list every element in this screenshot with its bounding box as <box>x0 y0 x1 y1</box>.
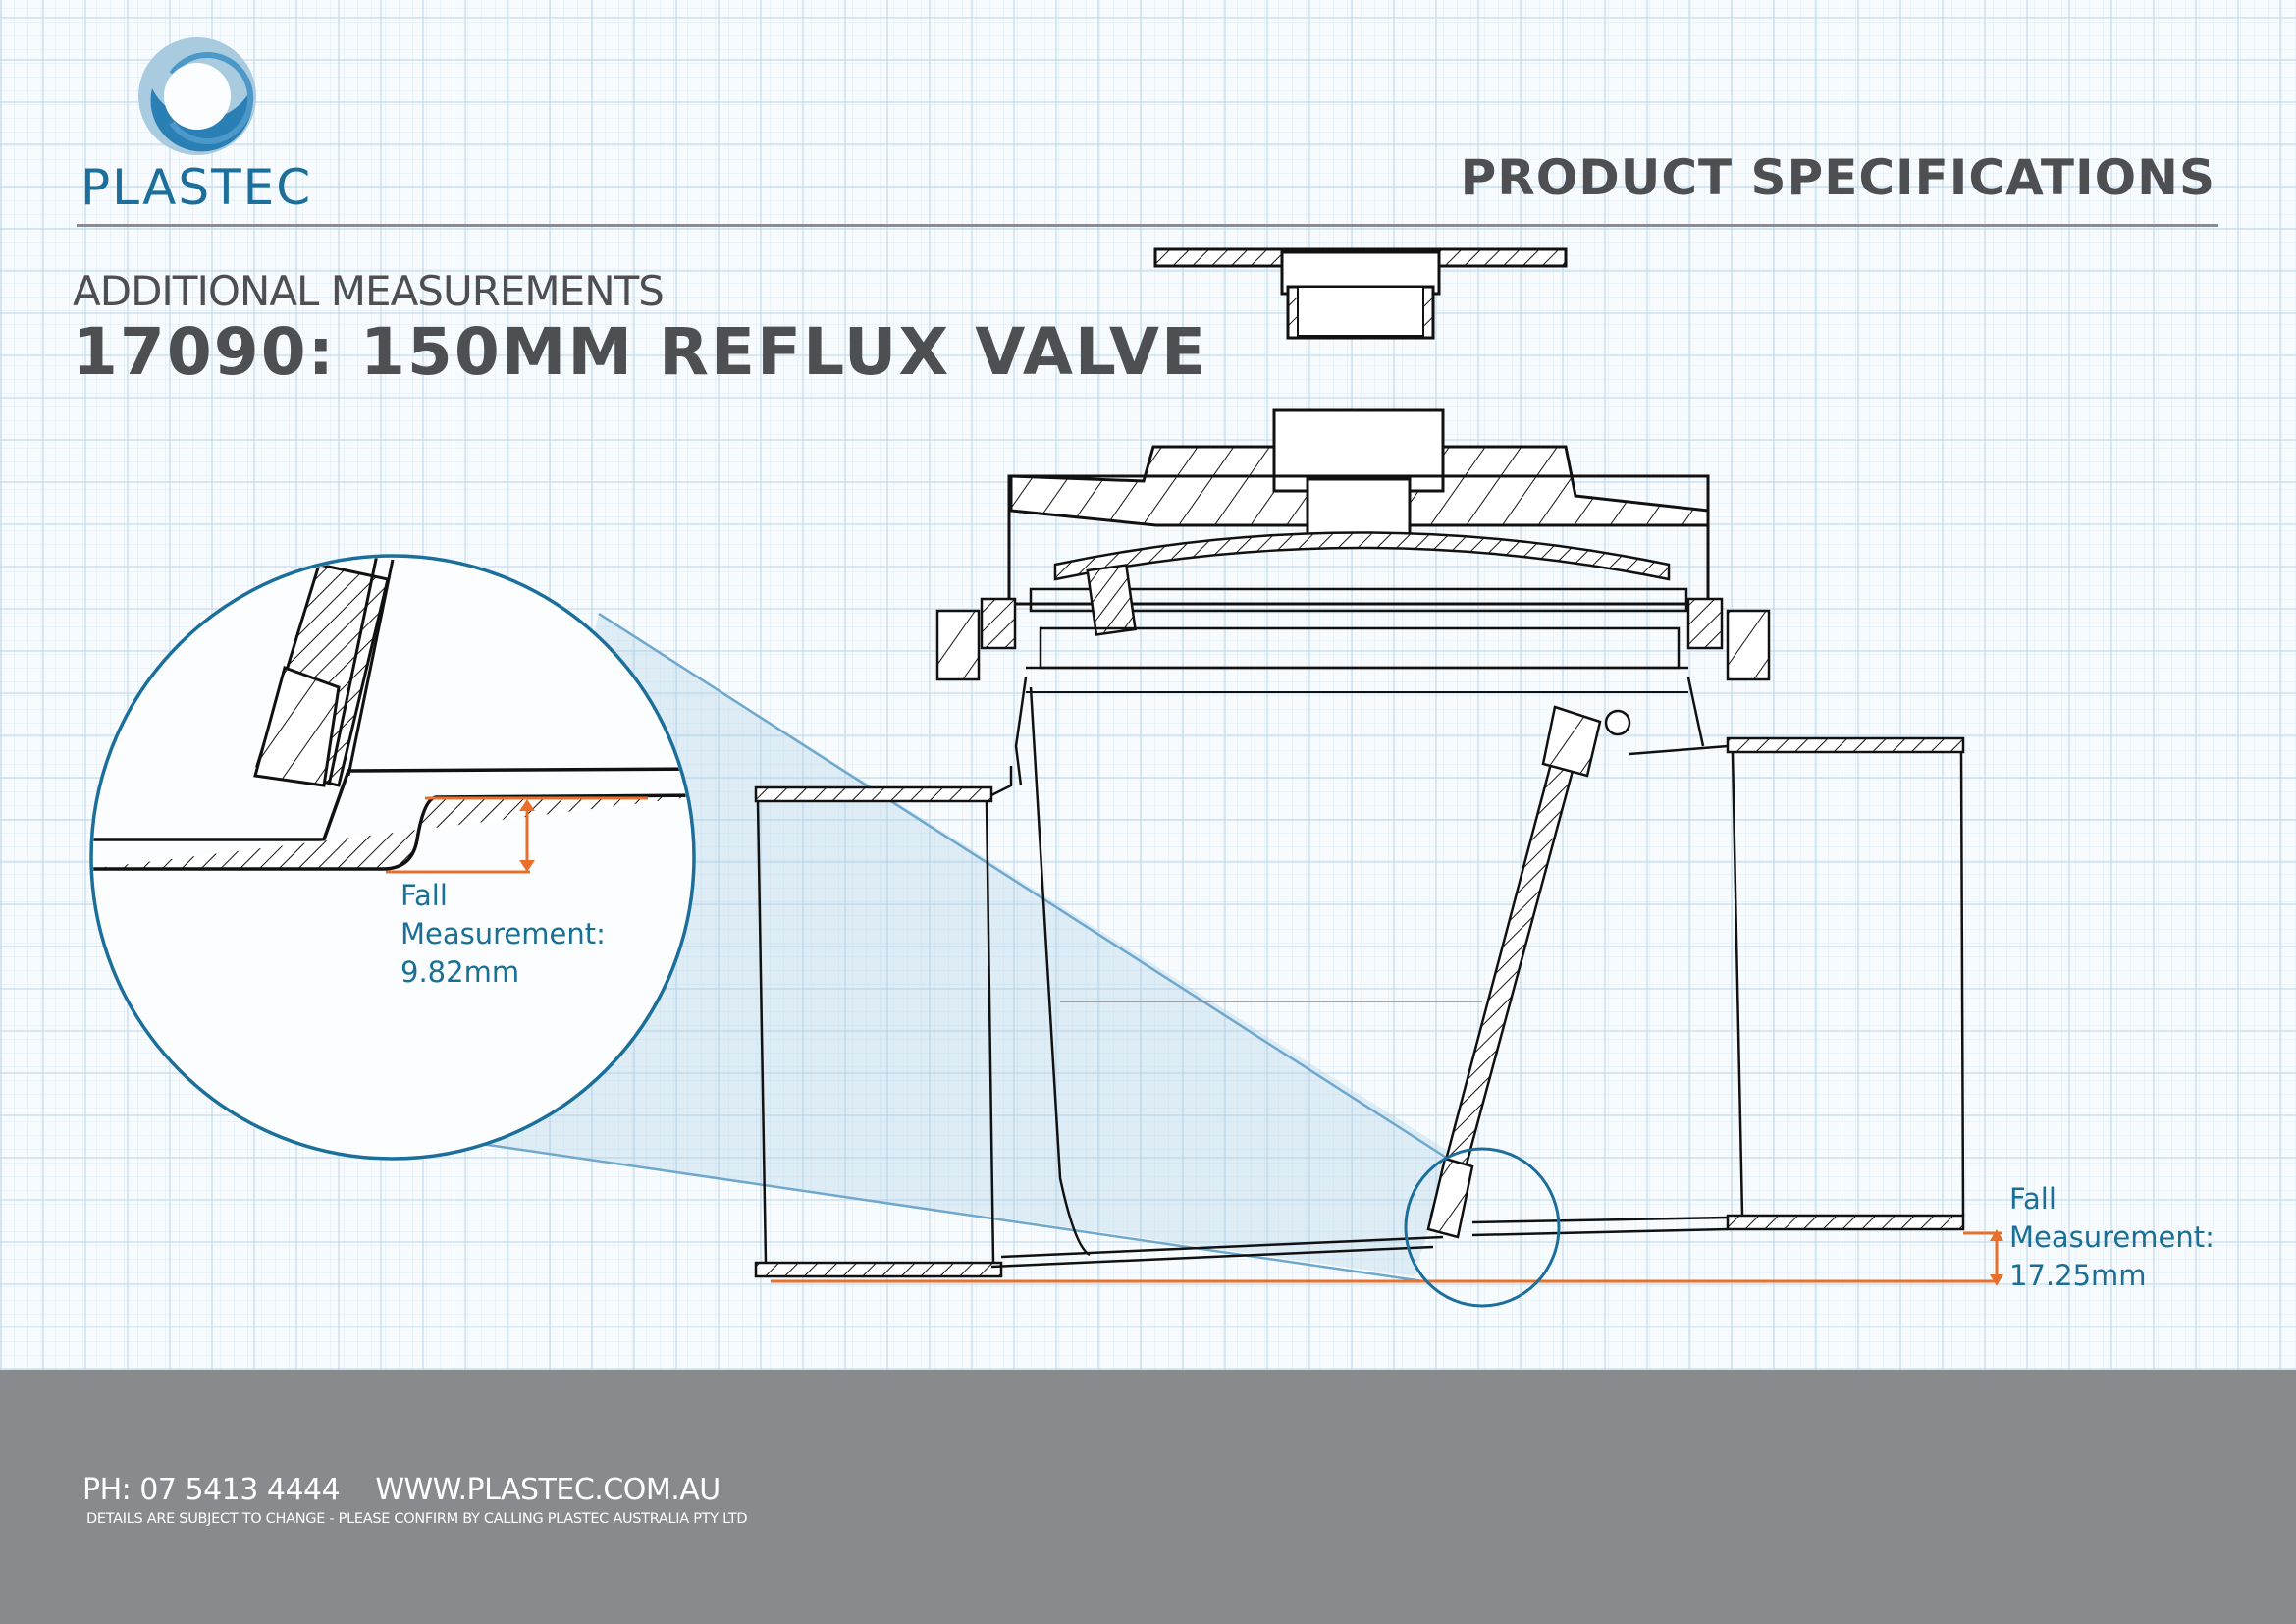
valve-cross-section-drawing <box>89 247 2003 1308</box>
footer-website-link[interactable]: WWW.PLASTEC.COM.AU <box>375 1473 721 1507</box>
inlet-cap-part <box>1153 247 1568 340</box>
detail-fall-value: 9.82mm <box>400 955 520 989</box>
magnifier-cone <box>476 614 1453 1276</box>
brand-name: PLASTEC <box>80 159 313 216</box>
page-subtitle: ADDITIONAL MEASUREMENTS <box>73 267 665 315</box>
footer-contact: PH: 07 5413 4444 WWW.PLASTEC.COM.AU <box>82 1473 721 1507</box>
valve-body-top <box>935 408 1771 786</box>
magnifier-ray-top <box>598 612 1449 1161</box>
header-divider <box>77 224 2218 227</box>
ring-swirl-logo-icon <box>138 37 256 155</box>
outlet-pipe-right <box>1471 736 1965 1237</box>
footer-disclaimer: DETAILS ARE SUBJECT TO CHANGE - PLEASE C… <box>86 1511 748 1527</box>
footer-band <box>0 1370 2296 1624</box>
footer-phone: PH: 07 5413 4444 <box>82 1473 341 1507</box>
overall-fall-line2: Measurement: <box>2009 1220 2215 1254</box>
section-label: PRODUCT SPECIFICATIONS <box>1460 149 2216 206</box>
magnifier-ray-bottom <box>480 1142 1424 1283</box>
detail-fall-measurement-label: Fall Measurement: 9.82mm <box>400 877 606 992</box>
overall-fall-dimension <box>771 1229 2003 1286</box>
detail-fall-line1: Fall <box>400 879 448 912</box>
inlet-pipe-left <box>754 766 1444 1278</box>
page-title: 17090: 150MM REFLUX VALVE <box>73 314 1208 390</box>
overall-fall-measurement-label: Fall Measurement: 17.25mm <box>2009 1180 2215 1295</box>
detail-target-circle <box>1404 1147 1561 1308</box>
overall-fall-line1: Fall <box>2009 1182 2056 1216</box>
detail-fall-line2: Measurement: <box>400 917 606 950</box>
magnified-detail-view <box>89 554 696 1161</box>
reflux-flap <box>1426 705 1631 1239</box>
overall-fall-value: 17.25mm <box>2009 1259 2147 1292</box>
